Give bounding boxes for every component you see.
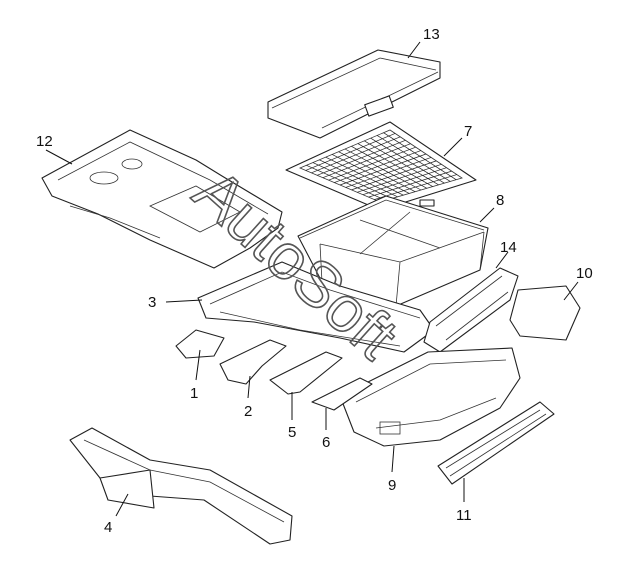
callout-2: 2 <box>244 403 252 420</box>
callout-9: 9 <box>388 477 396 494</box>
callout-8: 8 <box>496 192 504 209</box>
callout-4: 4 <box>104 519 112 536</box>
part-7-cargo-net <box>285 121 477 211</box>
callout-14: 14 <box>500 239 517 256</box>
part-1-bracket <box>175 329 225 359</box>
callout-1: 1 <box>190 385 198 402</box>
part-6-bracket <box>311 377 373 411</box>
part-4-front-rail <box>69 427 293 545</box>
callout-13: 13 <box>423 26 440 43</box>
part-2-bracket <box>219 339 287 385</box>
callout-7: 7 <box>464 123 472 140</box>
part-12-front-floor <box>41 129 283 269</box>
part-11-sill-plate <box>437 401 555 485</box>
callout-11: 11 <box>456 507 472 524</box>
leader-lines <box>45 41 579 517</box>
callout-5: 5 <box>288 424 296 441</box>
callout-6: 6 <box>322 434 330 451</box>
part-14-rear-member <box>423 267 519 353</box>
callout-3: 3 <box>148 294 156 311</box>
part-5-bracket <box>269 351 343 395</box>
callout-labels: 13 7 8 14 10 12 3 1 2 5 6 9 11 4 <box>36 26 593 536</box>
part-13-cargo-cover <box>267 49 441 139</box>
part-9-rear-floor-pan <box>339 347 521 447</box>
callout-12: 12 <box>36 133 53 150</box>
part-3-rear-floor <box>197 261 435 353</box>
part-10-trim-panel <box>509 285 581 341</box>
part-8-storage-box <box>297 195 489 307</box>
callout-10: 10 <box>576 265 593 282</box>
